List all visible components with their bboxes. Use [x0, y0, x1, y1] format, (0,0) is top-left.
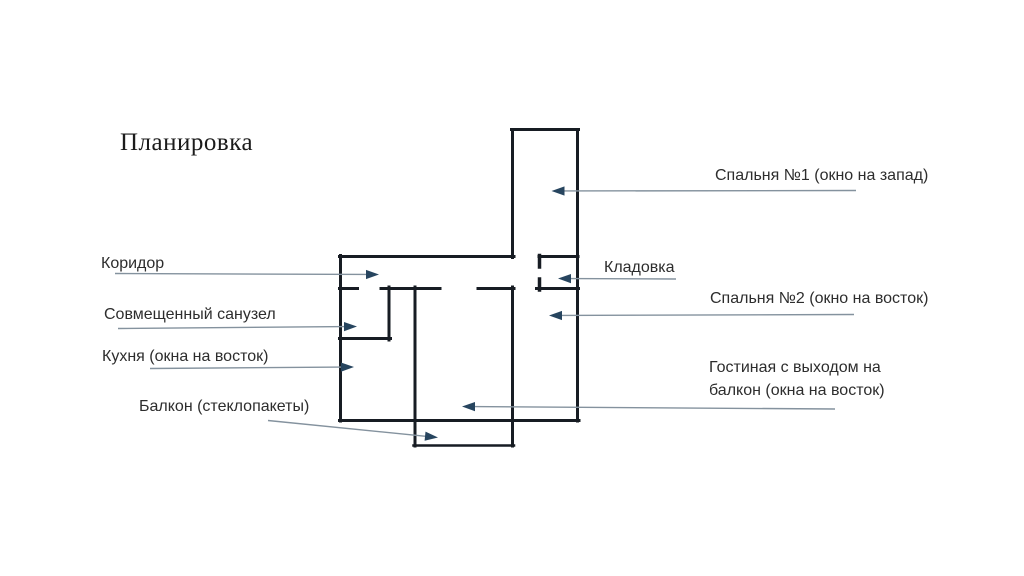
walls-group: [338, 128, 581, 448]
label-gostinaya: Гостиная с выходом на балкон (окна на во…: [709, 359, 885, 399]
arrowhead-gostinaya-icon: [462, 402, 475, 412]
leader-line-balkon: [267, 419, 428, 438]
label-bedroom2: Спальня №2 (окно на восток): [710, 290, 929, 307]
page-title: Планировка: [120, 129, 254, 156]
label-balkon: Балкон (стеклопакеты): [139, 398, 310, 415]
arrowhead-bedroom1-icon: [551, 186, 565, 196]
arrowhead-sanuzel-icon: [344, 322, 357, 332]
label-koridor: Коридор: [101, 255, 165, 272]
label-kladovka: Кладовка: [604, 259, 675, 276]
label-sanuzel: Совмещенный санузел: [104, 306, 276, 323]
arrowhead-koridor-icon: [366, 269, 379, 280]
arrowhead-bedroom2-icon: [549, 310, 562, 321]
leader-line-gostinaya: [472, 405, 836, 410]
arrowhead-kladovka-icon: [558, 274, 571, 284]
arrowhead-kitchen-icon: [341, 362, 354, 372]
leader-arrows-group: [114, 186, 857, 441]
label-kitchen: Кухня (окна на восток): [102, 348, 269, 365]
leader-line-koridor: [114, 272, 369, 276]
arrowhead-balkon-icon: [424, 431, 438, 441]
leader-line-kitchen: [149, 366, 344, 370]
leader-line-bedroom2: [559, 313, 855, 317]
leader-line-sanuzel: [117, 325, 347, 330]
label-bedroom1: Спальня №1 (окно на запад): [715, 167, 929, 184]
